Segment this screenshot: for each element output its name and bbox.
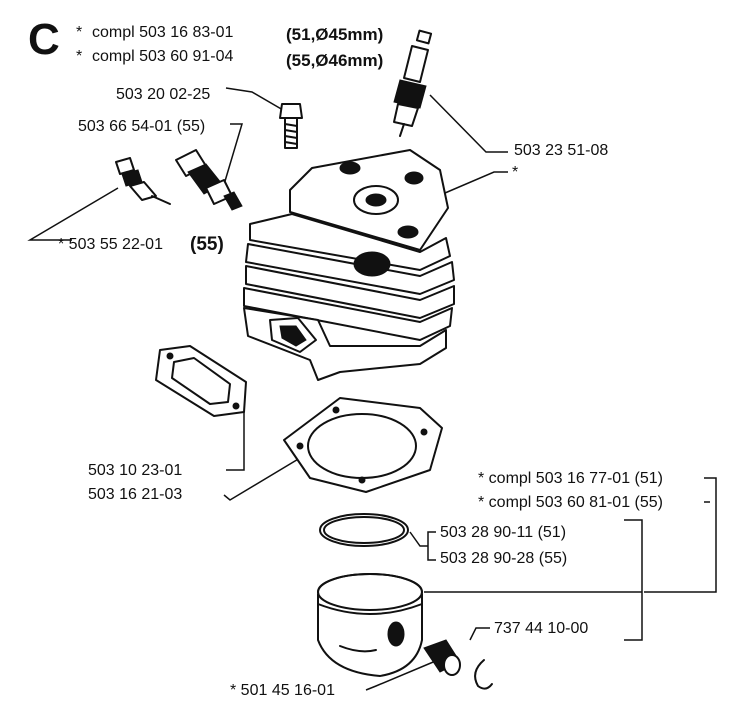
label-ring-55: 503 28 90-28 (55) bbox=[440, 550, 568, 567]
label-ring-51: 503 28 90-11 (51) bbox=[440, 524, 567, 541]
needle-bearing-drawing bbox=[423, 639, 461, 676]
base-gasket-drawing bbox=[283, 397, 443, 493]
label-exhaust-gasket: 503 10 23-01 bbox=[88, 462, 183, 479]
leader-lines bbox=[27, 87, 717, 691]
label-nipple: * 503 55 22-01 bbox=[58, 236, 163, 253]
header-star-2: * bbox=[76, 48, 83, 65]
label-piston-kit-51: * compl 503 16 77-01 (51) bbox=[478, 470, 663, 487]
nipple-drawing bbox=[115, 157, 171, 205]
leader-screw bbox=[225, 87, 284, 111]
bracket-kit-51 bbox=[644, 477, 717, 593]
bracket-piston-assembly bbox=[560, 519, 643, 641]
leader-spark-plug bbox=[429, 94, 508, 153]
label-piston-kit-55: * compl 503 60 81-01 (55) bbox=[478, 494, 663, 511]
valve-drawing bbox=[175, 149, 243, 211]
exhaust-gasket-drawing bbox=[155, 345, 247, 417]
leader-nipple bbox=[27, 187, 119, 241]
piston-drawing bbox=[317, 573, 423, 677]
leader-ring bbox=[409, 531, 436, 561]
spark-plug-drawing bbox=[393, 29, 433, 137]
label-valve: 503 66 54-01 (55) bbox=[78, 118, 206, 135]
label-needle-bearing: * 501 45 16-01 bbox=[230, 682, 335, 699]
leader-bearing bbox=[365, 659, 439, 691]
header-part-2: compl 503 60 91-04 bbox=[92, 48, 234, 65]
label-cylinder-star: * bbox=[512, 164, 519, 181]
header-size-1: (51,Ø45mm) bbox=[286, 25, 384, 44]
label-nipple-model: (55) bbox=[190, 234, 224, 255]
circlip-drawing bbox=[474, 659, 493, 690]
header-part-1: compl 503 16 83-01 bbox=[92, 24, 234, 41]
leader-circlip bbox=[469, 627, 490, 641]
piston-ring-drawing bbox=[319, 513, 409, 547]
screw-drawing bbox=[279, 103, 303, 149]
leader-exhaust-gasket bbox=[226, 410, 245, 471]
section-letter: C bbox=[28, 15, 60, 64]
label-circlip: 737 44 10-00 bbox=[494, 620, 589, 637]
label-base-gasket: 503 16 21-03 bbox=[88, 486, 183, 503]
leader-cylinder bbox=[437, 171, 508, 197]
label-screw: 503 20 02-25 bbox=[116, 86, 211, 103]
label-spark-plug: 503 23 51-08 bbox=[514, 142, 609, 159]
header-size-2: (55,Ø46mm) bbox=[286, 51, 384, 70]
leader-valve bbox=[219, 123, 244, 199]
cylinder-drawing bbox=[243, 149, 455, 381]
header-star-1: * bbox=[76, 24, 83, 41]
